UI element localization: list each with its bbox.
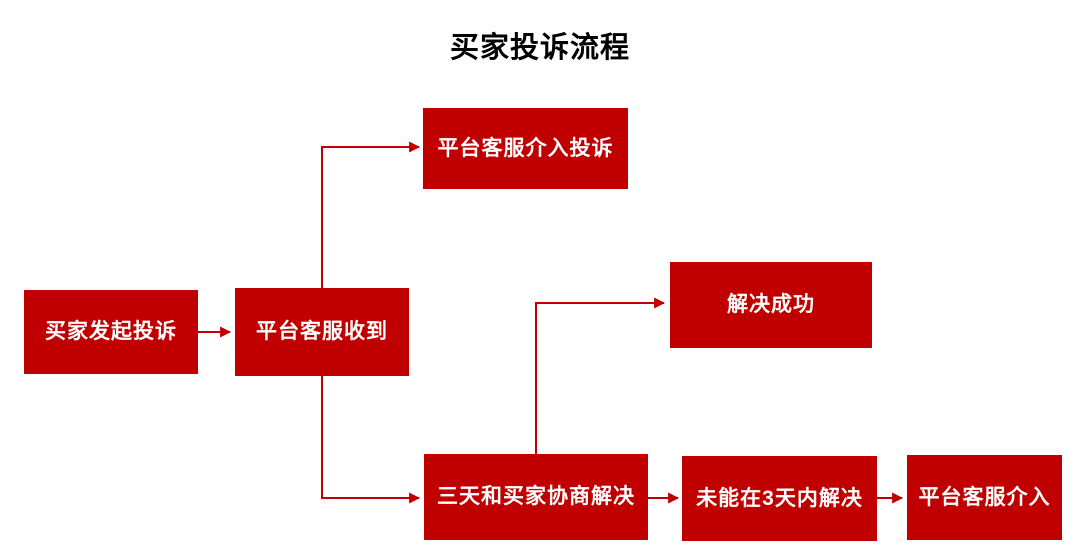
node-platform-cs-intervene: 平台客服介入 (907, 455, 1062, 540)
node-resolved-success: 解决成功 (670, 262, 872, 348)
edge-negotiate-to-resolved (535, 297, 666, 454)
node-not-resolved-in-3-days: 未能在3天内解决 (682, 456, 877, 541)
page-title: 买家投诉流程 (449, 32, 630, 64)
edge-received-to-negotiate (321, 376, 421, 504)
node-negotiate-within-3-days: 三天和买家协商解决 (424, 454, 648, 540)
node-buyer-initiates: 买家发起投诉 (24, 290, 198, 374)
node-platform-cs-received: 平台客服收到 (235, 288, 409, 376)
node-platform-cs-intervene-complaint: 平台客服介入投诉 (423, 108, 628, 189)
edge-received-to-intervene-complaint (321, 141, 421, 288)
